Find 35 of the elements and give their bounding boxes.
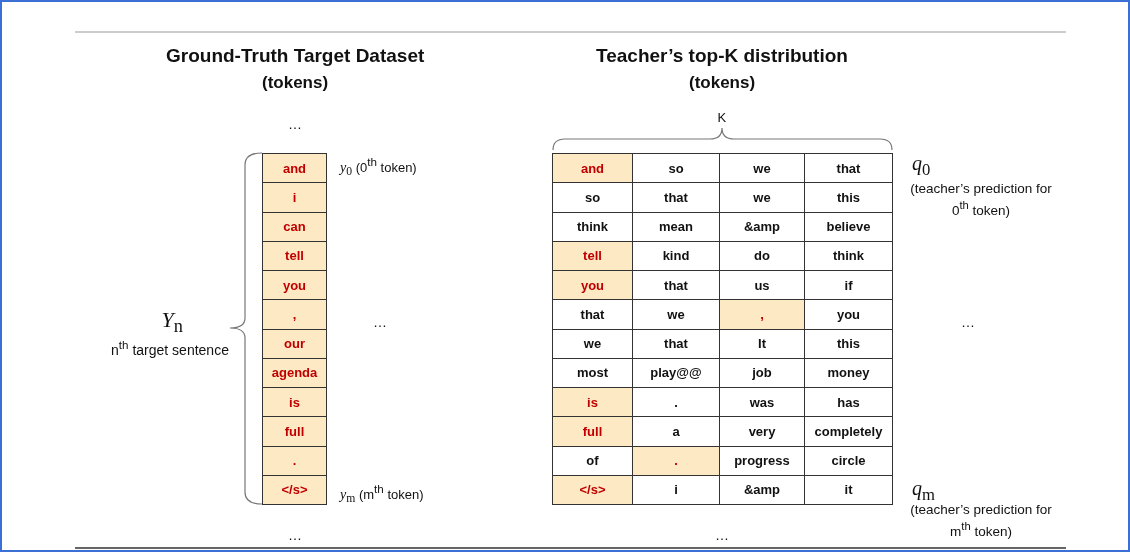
- token-annotation: y$_{0}$ (0$^{th}$ token): [340, 155, 417, 179]
- subheading: (tokens): [689, 73, 756, 93]
- token-cell: is: [262, 387, 327, 418]
- token-cell: </s>: [552, 474, 633, 505]
- token-cell: full: [552, 416, 633, 447]
- brace-label: K: [717, 109, 727, 125]
- ellipsis: …: [961, 314, 975, 330]
- token-cell: ,: [719, 299, 805, 330]
- heading: Teacher’s top-K distribution: [596, 45, 848, 67]
- token-cell: our: [262, 328, 327, 359]
- token-cell: you: [552, 270, 633, 301]
- token-cell: </s>: [262, 474, 327, 505]
- token-cell: can: [262, 211, 327, 242]
- ellipsis: …: [373, 314, 387, 330]
- token-cell: and: [552, 153, 633, 184]
- token-annotation: y$_{m}$ (m$^{th}$ token): [340, 482, 424, 506]
- heading: Ground-Truth Target Dataset: [166, 45, 425, 67]
- token-cell: and: [262, 153, 327, 184]
- token-cell: .: [262, 445, 327, 476]
- prediction-note: (teacher’s prediction for 0$^{th}$ token): [909, 180, 1053, 220]
- subheading: (tokens): [262, 73, 329, 93]
- ellipsis: …: [288, 527, 302, 543]
- math-symbol: q$_{0}$: [912, 152, 931, 180]
- ellipsis: …: [715, 527, 729, 543]
- token-cell: ,: [262, 299, 327, 330]
- sentence-note: n$^{th}$ target sentence: [111, 338, 229, 358]
- token-cell: that: [804, 153, 893, 184]
- token-cell: i: [262, 182, 327, 213]
- token-cell: is: [552, 387, 633, 418]
- token-cell: full: [262, 416, 327, 447]
- math-symbol: Y$_{n}$: [161, 307, 183, 338]
- ellipsis: …: [288, 116, 302, 132]
- token-cell: it: [804, 474, 893, 505]
- token-cell: you: [262, 270, 327, 301]
- token-cell: .: [632, 445, 720, 476]
